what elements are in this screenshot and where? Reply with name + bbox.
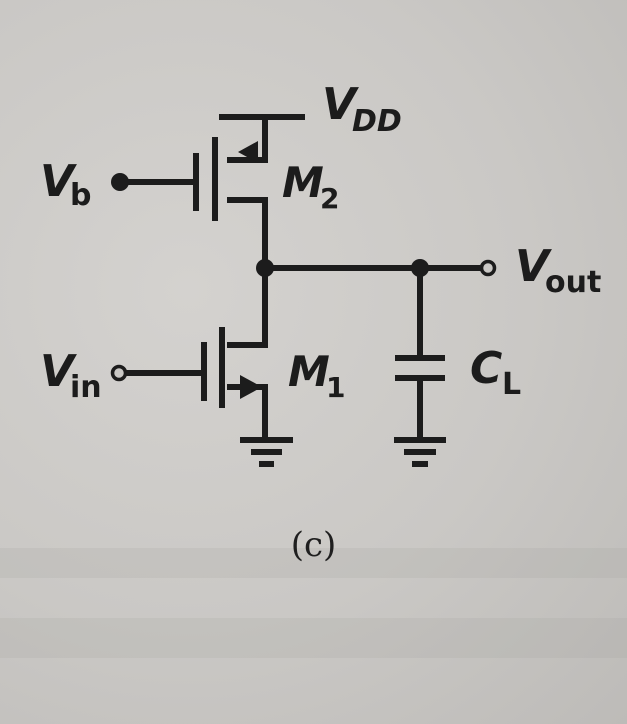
label-cl: C L bbox=[470, 343, 521, 402]
paper-band bbox=[0, 618, 627, 658]
svg-text:DD: DD bbox=[352, 104, 402, 139]
paper-band bbox=[0, 548, 627, 578]
label-vb: V b bbox=[40, 156, 91, 213]
vb-terminal bbox=[111, 173, 129, 191]
vin-terminal bbox=[110, 364, 128, 382]
label-m2: M 2 bbox=[282, 158, 339, 215]
label-vin: V in bbox=[40, 346, 102, 405]
svg-text:L: L bbox=[502, 367, 521, 402]
svg-text:b: b bbox=[70, 178, 91, 213]
m2-drain-wire bbox=[227, 197, 268, 271]
figure-caption: (c) bbox=[290, 525, 337, 565]
m1-drain-wire bbox=[227, 265, 268, 348]
svg-text:V: V bbox=[515, 241, 552, 292]
svg-text:M: M bbox=[282, 158, 324, 207]
node-dot bbox=[411, 259, 429, 277]
svg-text:V: V bbox=[40, 346, 77, 397]
svg-text:V: V bbox=[322, 79, 359, 130]
label-vout: V out bbox=[515, 241, 601, 300]
svg-text:2: 2 bbox=[320, 182, 339, 215]
svg-text:in: in bbox=[70, 370, 102, 405]
m2-source-wire bbox=[227, 114, 268, 163]
m2-source-arrow bbox=[238, 141, 258, 163]
circuit-wires bbox=[117, 114, 485, 467]
svg-text:C: C bbox=[470, 343, 502, 394]
svg-text:V: V bbox=[40, 156, 77, 207]
svg-text:out: out bbox=[545, 265, 601, 300]
label-m1: M 1 bbox=[288, 347, 345, 404]
vout-terminal bbox=[479, 259, 497, 277]
svg-text:1: 1 bbox=[326, 371, 345, 404]
m1-source-arrow bbox=[240, 375, 262, 399]
label-vdd: V DD bbox=[322, 79, 402, 139]
node-dot bbox=[256, 259, 274, 277]
svg-text:M: M bbox=[288, 347, 330, 396]
